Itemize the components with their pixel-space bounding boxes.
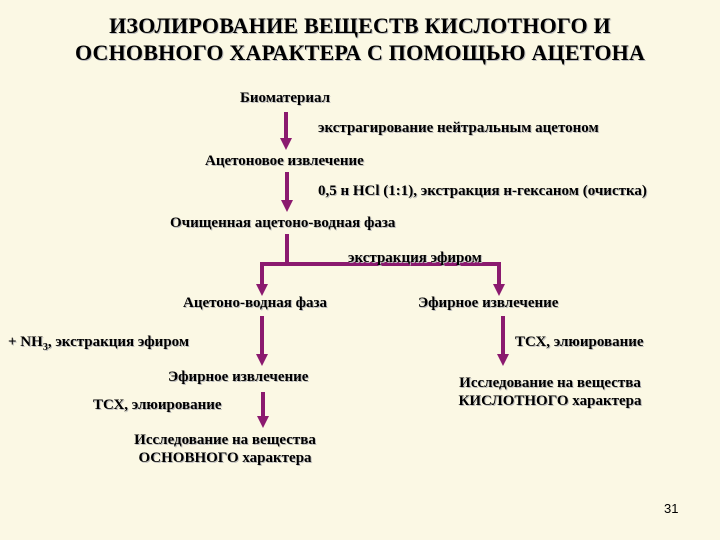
node-base-study: Исследование на вещества ОСНОВНОГО харак… (115, 431, 335, 467)
step-neutral-acetone: экстрагирование нейтральным ацетоном (318, 120, 599, 136)
nh3-prefix: + NH (8, 334, 43, 350)
nh3-subscript: 3 (42, 342, 48, 353)
node-ether-extract-left: Эфирное извлечение (168, 369, 309, 385)
acid-study-line-1: Исследование на вещества (459, 375, 641, 391)
base-study-line-1: Исследование на вещества (134, 432, 316, 448)
page-number: 31 (664, 501, 679, 516)
step-hcl-hexane: 0,5 н HCl (1:1), экстракция н-гексаном (… (318, 183, 647, 199)
node-acid-study: Исследование на вещества КИСЛОТНОГО хара… (440, 374, 660, 410)
node-acetone-extract: Ацетоновое извлечение (205, 153, 364, 169)
node-aqueous-phase: Ацетоно-водная фаза (183, 295, 328, 311)
acid-study-line-2: КИСЛОТНОГО характера (458, 393, 642, 409)
node-purified-phase: Очищенная ацетоно-водная фаза (170, 215, 396, 231)
title-line-2: ОСНОВНОГО ХАРАКТЕРА С ПОМОЩЬЮ АЦЕТОНА (74, 40, 646, 65)
step-ether-extraction: экстракция эфиром (348, 250, 482, 266)
node-ether-extract-right: Эфирное извлечение (418, 295, 559, 311)
slide-title: ИЗОЛИРОВАНИЕ ВЕЩЕСТВ КИСЛОТНОГО И ОСНОВН… (0, 12, 720, 66)
base-study-line-2: ОСНОВНОГО характера (138, 450, 312, 466)
node-biomaterial: Биоматериал (240, 90, 331, 106)
title-line-1: ИЗОЛИРОВАНИЕ ВЕЩЕСТВ КИСЛОТНОГО И (109, 13, 611, 38)
step-nh3-extraction: + NH3, экстракция эфиром (8, 333, 189, 357)
nh3-suffix: , экстракция эфиром (47, 334, 190, 350)
step-tlc-left: ТСХ, элюирование (93, 397, 222, 413)
step-tlc-right: ТСХ, элюирование (515, 334, 644, 350)
